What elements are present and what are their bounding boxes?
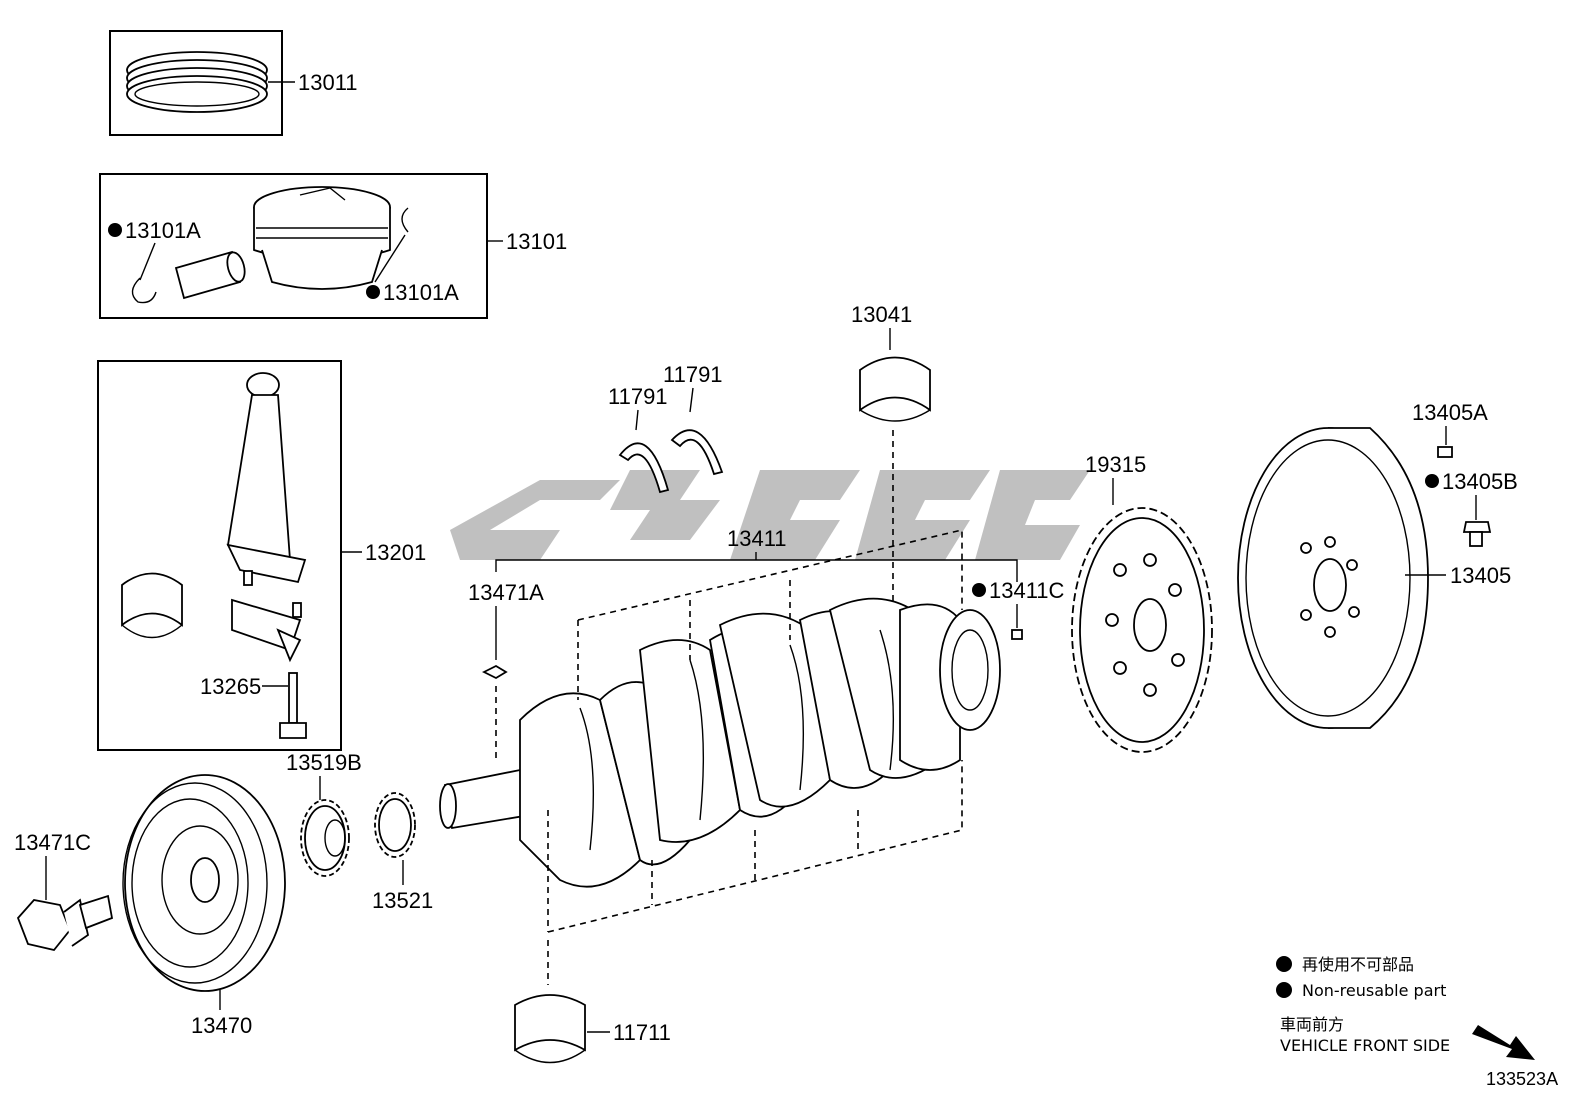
pulley-bolt-icon [16, 894, 114, 952]
crankshaft-icon [439, 597, 1001, 888]
pin-icon [1011, 629, 1023, 640]
label-13405B[interactable]: 13405B [1442, 469, 1518, 494]
bearing-upper-icon [859, 356, 931, 422]
piston-rings-box [109, 30, 283, 136]
crankshaft-group: 13411 13471A 13411C [468, 526, 1065, 760]
key-icon [481, 664, 508, 680]
flywheel-pin-icon [1437, 446, 1453, 458]
connecting-rod-box [97, 360, 342, 751]
label-13101A-1[interactable]: 13101A [125, 218, 201, 243]
legend-jp-non-reusable: 再使用不可部品 [1302, 955, 1414, 974]
label-11791-1[interactable]: 11791 [608, 384, 668, 409]
crank-bearing-lower-group: 11711 [514, 994, 671, 1064]
label-13101A-2[interactable]: 13101A [383, 280, 459, 305]
crank-alignment-lines [547, 528, 963, 985]
pulley-group: 13471C 13470 [14, 774, 286, 1038]
label-11791-2[interactable]: 11791 [663, 362, 723, 387]
piston-box [99, 173, 488, 319]
label-13101[interactable]: 13101 [506, 229, 567, 254]
non-reusable-dot-icon [1276, 956, 1292, 972]
legend-en-non-reusable: Non-reusable part [1302, 981, 1446, 1000]
bearing-lower-icon [514, 994, 586, 1064]
label-13201[interactable]: 13201 [365, 540, 426, 565]
non-reusable-dot-icon [972, 583, 986, 597]
flywheel-group: 13405A 13405B 13405 [1237, 400, 1518, 729]
label-13411[interactable]: 13411 [727, 526, 787, 551]
thrust-washer-icon [618, 442, 670, 494]
vehicle-front-arrow-icon [1472, 1025, 1535, 1060]
connecting-rod-group: 13201 13265 [97, 360, 426, 751]
non-reusable-dot-icon [1425, 474, 1439, 488]
crank-pulley-icon [122, 774, 286, 992]
label-13519B[interactable]: 13519B [286, 750, 362, 775]
label-13041[interactable]: 13041 [851, 302, 912, 327]
piston-rings-icon [126, 51, 268, 113]
thrust-washers-group: 11791 11791 [608, 362, 724, 494]
label-13405A[interactable]: 13405A [1412, 400, 1488, 425]
piston-icon [253, 186, 391, 290]
label-13011[interactable]: 13011 [298, 70, 358, 95]
rod-bearing-icon [121, 572, 183, 639]
label-11711[interactable]: 11711 [613, 1020, 671, 1045]
watermark-logo [450, 470, 1090, 560]
flywheel-bolt-icon [1462, 521, 1492, 547]
snap-ring-icon [131, 207, 409, 304]
timing-gear-icon [300, 799, 350, 877]
piston-pin-icon [174, 250, 246, 300]
crank-gears-group: 13519B 13521 [286, 750, 433, 913]
label-13521[interactable]: 13521 [372, 888, 433, 913]
label-13471A[interactable]: 13471A [468, 580, 544, 605]
non-reusable-dot-icon [366, 285, 380, 299]
legend: 再使用不可部品 Non-reusable part 車両前方 VEHICLE F… [1276, 955, 1558, 1089]
label-13471C[interactable]: 13471C [14, 830, 91, 855]
diagram-id: 133523A [1486, 1069, 1558, 1089]
timing-rotor-group: 19315 [1071, 452, 1213, 753]
legend-jp-front: 車両前方 [1280, 1015, 1344, 1034]
label-13265[interactable]: 13265 [200, 674, 261, 699]
thrust-washer-icon [670, 429, 724, 476]
label-13470[interactable]: 13470 [191, 1013, 252, 1038]
label-13405[interactable]: 13405 [1450, 563, 1511, 588]
non-reusable-dot-icon [108, 223, 122, 237]
flywheel-icon [1237, 427, 1429, 729]
legend-en-front: VEHICLE FRONT SIDE [1280, 1036, 1450, 1055]
piston-group: 13101 13101A 13101A [99, 173, 567, 319]
piston-rings-group: 13011 [109, 30, 358, 136]
timing-rotor-icon [1071, 507, 1213, 753]
crank-bearing-upper-group: 13041 [851, 302, 931, 610]
connecting-rod-icon [226, 372, 307, 663]
rod-bolt-icon [279, 672, 307, 739]
label-13411C[interactable]: 13411C [989, 578, 1065, 603]
label-19315[interactable]: 19315 [1085, 452, 1146, 477]
non-reusable-dot-icon [1276, 982, 1292, 998]
oil-pump-gear-icon [374, 792, 416, 858]
